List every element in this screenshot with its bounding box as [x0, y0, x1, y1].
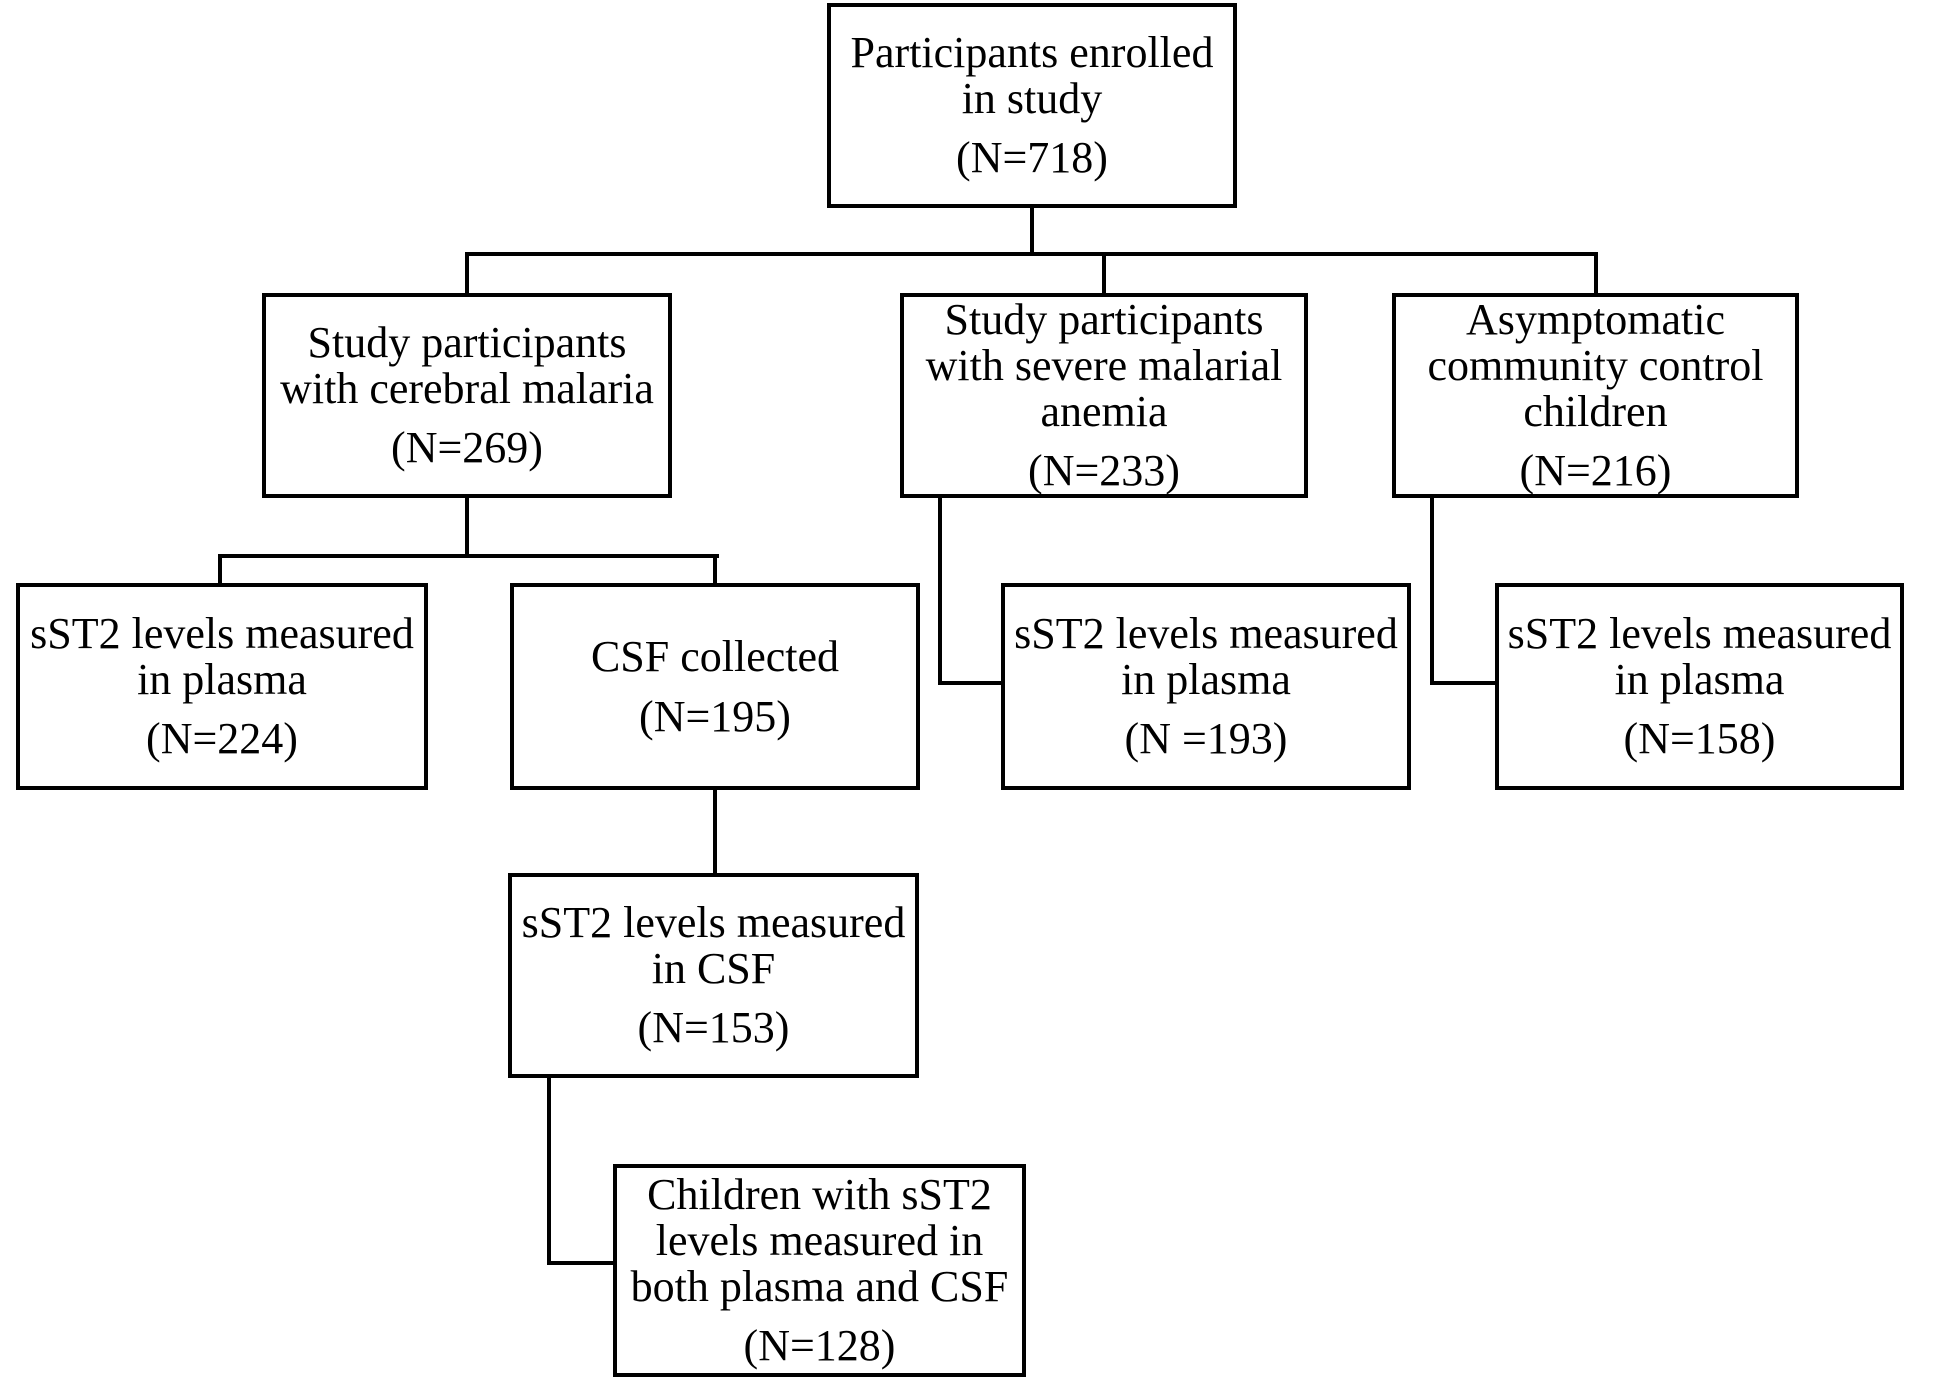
box-community-control-label: Asymptomatic community control children [1427, 295, 1764, 436]
box-plasma-sma: sST2 levels measured in plasma (N =193) [1001, 583, 1411, 790]
box-cerebral-malaria: Study participants with cerebral malaria… [262, 293, 672, 498]
box-plasma-cc-count: (N=158) [1623, 714, 1776, 764]
edge-branch-bar [465, 252, 1598, 256]
box-plasma-cm-label: sST2 levels measured in plasma [30, 608, 414, 704]
edge-measured-elbow-vertical [547, 1076, 551, 1265]
box-plasma-cc-label: sST2 levels measured in plasma [1507, 608, 1892, 704]
box-community-control: Asymptomatic community control children … [1392, 293, 1799, 498]
box-csf-collected-count: (N=195) [639, 691, 791, 741]
box-severe-malarial-anemia-label: Study participants with severe malarial … [925, 295, 1283, 436]
box-community-control-count: (N=216) [1519, 446, 1672, 496]
edge-drop-control [1594, 254, 1598, 295]
edge-control-elbow-vertical [1430, 496, 1434, 685]
box-csf-collected-label: CSF collected [590, 631, 840, 681]
edge-anemia-elbow-vertical [938, 496, 942, 685]
edge-drop-anemia [1102, 254, 1106, 295]
box-plasma-cm: sST2 levels measured in plasma (N=224) [16, 583, 428, 790]
edge-measured-elbow-horizontal [547, 1261, 617, 1265]
box-participants-enrolled: Participants enrolled in study (N=718) [827, 3, 1237, 208]
box-plasma-sma-count: (N =193) [1124, 714, 1288, 764]
box-plasma-cc: sST2 levels measured in plasma (N=158) [1495, 583, 1904, 790]
edge-enrolled-stem [1030, 206, 1034, 256]
edge-cerebral-branch-bar [218, 554, 719, 558]
box-both-plasma-csf: Children with sST2 levels measured in bo… [613, 1164, 1026, 1377]
edge-drop-csf-collected [713, 556, 717, 585]
box-severe-malarial-anemia-count: (N=233) [1028, 446, 1180, 496]
box-cerebral-malaria-label: Study participants with cerebral malaria [280, 317, 654, 413]
box-both-plasma-csf-count: (N=128) [743, 1321, 896, 1371]
edge-control-elbow-horizontal [1430, 681, 1499, 685]
box-csf-measured: sST2 levels measured in CSF (N=153) [508, 873, 919, 1078]
box-both-plasma-csf-label: Children with sST2 levels measured in bo… [630, 1170, 1009, 1311]
edge-csf-to-measured [713, 788, 717, 875]
box-severe-malarial-anemia: Study participants with severe malarial … [900, 293, 1308, 498]
edge-anemia-elbow-horizontal [938, 681, 1005, 685]
box-csf-collected: CSF collected (N=195) [510, 583, 920, 790]
box-plasma-sma-label: sST2 levels measured in plasma [1014, 608, 1398, 704]
edge-cerebral-stem [465, 496, 469, 558]
box-plasma-cm-count: (N=224) [146, 714, 298, 764]
box-participants-enrolled-count: (N=718) [956, 133, 1108, 183]
edge-drop-cerebral [465, 254, 469, 295]
box-participants-enrolled-label: Participants enrolled in study [850, 27, 1214, 123]
edge-drop-plasma-cm [218, 556, 222, 585]
box-csf-measured-count: (N=153) [637, 1003, 790, 1053]
box-csf-measured-label: sST2 levels measured in CSF [521, 897, 906, 993]
box-cerebral-malaria-count: (N=269) [391, 423, 543, 473]
